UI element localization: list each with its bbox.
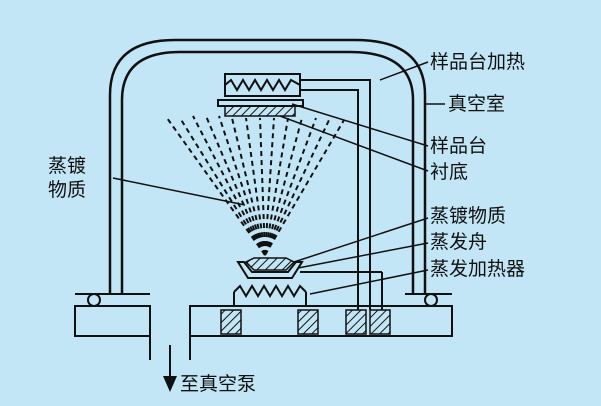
vacuum-chamber-bell-jar bbox=[108, 38, 427, 294]
seal-rings bbox=[87, 293, 438, 307]
label-evaporant-right: 蒸镀物质 bbox=[430, 205, 506, 227]
pump-arrow bbox=[163, 345, 177, 392]
label-sample-stage: 样品台 bbox=[430, 135, 487, 157]
substrate-plate bbox=[224, 105, 296, 117]
leader-lines bbox=[112, 61, 445, 295]
label-evaporation-boat: 蒸发舟 bbox=[430, 231, 487, 253]
label-evaporation-heater: 蒸发加热器 bbox=[430, 258, 525, 280]
label-vacuum-chamber: 真空室 bbox=[448, 93, 505, 115]
pump-outlet bbox=[149, 306, 191, 360]
vapor-stream bbox=[166, 115, 345, 256]
evaporation-boat bbox=[236, 257, 304, 279]
label-evaporant-left-line2: 物质 bbox=[48, 179, 86, 201]
evaporation-heater bbox=[233, 271, 383, 310]
sample-stage-assembly bbox=[217, 73, 304, 107]
label-sample-stage-heating: 样品台加热 bbox=[430, 51, 525, 73]
label-substrate: 衬底 bbox=[430, 161, 468, 183]
heater-leads-top bbox=[300, 79, 371, 310]
label-evaporant-left-line1: 蒸镀 bbox=[48, 155, 86, 177]
base-plate-hatched-blocks bbox=[220, 309, 391, 335]
base-plate bbox=[74, 305, 453, 337]
label-to-vacuum-pump: 至真空泵 bbox=[180, 373, 256, 395]
